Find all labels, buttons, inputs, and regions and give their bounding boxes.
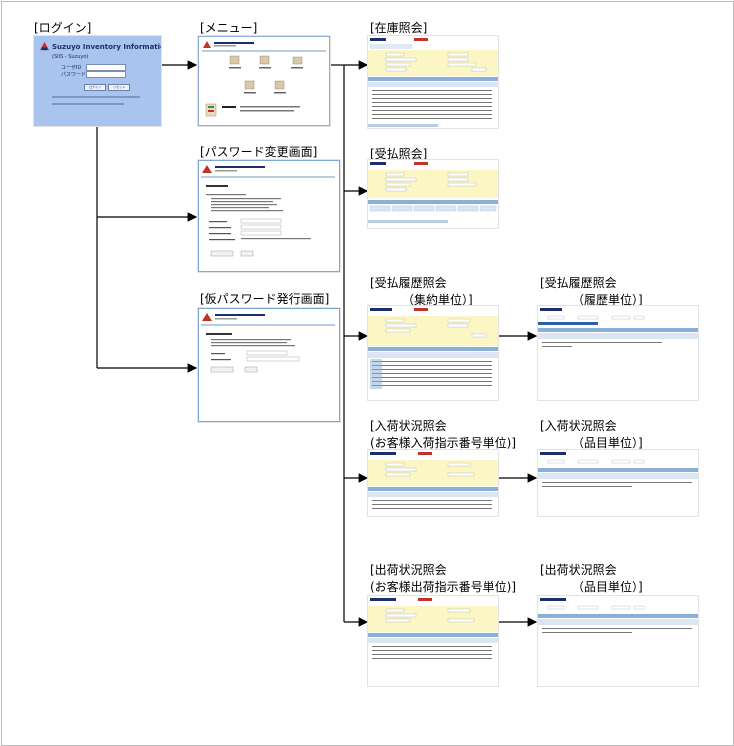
history-summary-screen-thumbnail xyxy=(368,306,498,400)
shipment-item-label-2: （品目単位）] xyxy=(572,580,643,594)
arrival-order-label-1: [入荷状況照会 xyxy=(370,419,447,433)
shipment-order-label-2: (お客様出荷指示番号単位)] xyxy=(370,580,517,594)
temp-password-label: [仮パスワード発行画面] xyxy=(200,292,330,306)
receipt-payment-contents xyxy=(368,162,498,223)
arrival-order-contents xyxy=(368,452,498,509)
reset-button: リセット xyxy=(108,84,130,91)
login-screen-thumbnail: Suzuyo Inventory Information System (SII… xyxy=(34,36,161,126)
menu-screen-contents xyxy=(202,41,326,117)
shipment-item-screen-thumbnail xyxy=(538,596,698,686)
arrival-item-label-2: （品目単位）] xyxy=(572,436,643,450)
shipment-order-label-1: [出荷状況照会 xyxy=(370,563,447,577)
menu-screen-thumbnail xyxy=(198,36,330,126)
history-detail-label-1: [受払履歴照会 xyxy=(540,276,617,290)
arrival-item-screen-thumbnail xyxy=(538,450,698,516)
suzuyo-logo-icon xyxy=(40,42,49,51)
arrival-item-contents xyxy=(538,452,698,487)
arrival-order-label-2: (お客様入荷指示番号単位)] xyxy=(370,436,517,450)
shipment-order-screen-thumbnail xyxy=(368,596,498,686)
temp-password-contents xyxy=(201,313,335,373)
stock-inquiry-contents xyxy=(368,36,498,128)
shipment-item-label-1: [出荷状況照会 xyxy=(540,563,617,577)
login-system-title: Suzuyo Inventory Information System xyxy=(52,43,161,51)
login-note-line-2 xyxy=(52,103,124,105)
login-button: ログイン xyxy=(84,84,106,91)
login-note-line-1 xyxy=(52,96,140,98)
password-change-label: [パスワード変更画面] xyxy=(200,145,318,159)
stock-inquiry-label: [在庫照会] xyxy=(370,21,428,35)
login-label: [ログイン] xyxy=(34,21,92,35)
login-pass-field xyxy=(86,71,126,78)
login-user-field xyxy=(86,64,126,71)
arrival-item-label-1: [入荷状況照会 xyxy=(540,419,617,433)
history-summary-label-1: [受払履歴照会 xyxy=(370,276,447,290)
history-detail-label-2: （履歴単位）] xyxy=(572,293,643,307)
temp-password-screen-thumbnail xyxy=(198,308,340,422)
password-change-contents xyxy=(201,165,335,257)
login-pass-label: パスワード xyxy=(61,72,87,78)
receipt-payment-screen-thumbnail xyxy=(368,160,498,228)
arrival-order-screen-thumbnail xyxy=(368,450,498,516)
login-user-label: ユーザID xyxy=(61,65,82,71)
login-subtitle: (SIIS - Suzuyo) xyxy=(52,54,89,60)
history-detail-contents xyxy=(538,308,698,347)
menu-label: [メニュー] xyxy=(200,21,258,35)
history-detail-screen-thumbnail xyxy=(538,306,698,400)
history-summary-contents xyxy=(368,308,498,389)
shipment-order-contents xyxy=(368,598,498,659)
password-change-screen-thumbnail xyxy=(198,160,340,272)
history-summary-label-2: （集約単位）] xyxy=(402,293,473,307)
receipt-payment-label: [受払照会] xyxy=(370,147,428,161)
shipment-item-contents xyxy=(538,598,698,633)
stock-inquiry-screen-thumbnail xyxy=(368,36,498,128)
